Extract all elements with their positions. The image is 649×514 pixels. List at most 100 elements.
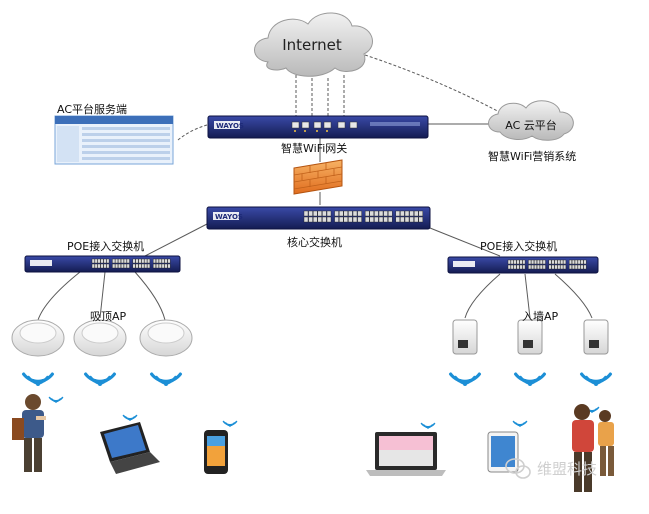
poe-switch-left-device xyxy=(24,255,181,273)
wall-ap-1 xyxy=(452,319,478,355)
wifi-signal-icon xyxy=(514,372,546,386)
wifi-gateway-device xyxy=(207,115,429,139)
switch-port xyxy=(554,264,558,270)
switch-port xyxy=(548,264,552,270)
switch-port xyxy=(519,264,523,270)
switch-port xyxy=(531,264,535,270)
switch-port xyxy=(334,216,339,223)
wall-ap-label: 入墙AP xyxy=(522,310,559,323)
switch-port xyxy=(147,263,151,269)
switch-port xyxy=(510,259,514,265)
link-lines xyxy=(37,54,593,321)
internet-label: Internet xyxy=(282,36,342,54)
switch-port xyxy=(395,216,400,223)
switch-port xyxy=(383,210,388,217)
switch-port xyxy=(126,263,130,269)
switch-port xyxy=(138,258,142,264)
switch-port xyxy=(106,258,110,264)
core-switch-logo: WAYOS xyxy=(215,213,243,221)
switch-port xyxy=(158,263,162,269)
switch-port xyxy=(132,258,136,264)
gateway-label: 智慧WiFi网关 xyxy=(281,142,348,155)
switch-port xyxy=(155,263,159,269)
switch-port xyxy=(326,210,332,217)
wifi-signal-icon xyxy=(420,422,436,429)
switch-port xyxy=(365,210,370,217)
switch-port xyxy=(135,263,139,269)
laptop-left xyxy=(100,422,160,474)
switch-port xyxy=(580,264,584,270)
switch-port xyxy=(94,263,98,269)
wifi-signal-icon xyxy=(222,420,238,427)
switch-port xyxy=(569,264,573,270)
core-switch-device xyxy=(206,206,431,230)
switch-port xyxy=(322,210,327,217)
switch-port xyxy=(388,216,393,223)
switch-port xyxy=(369,210,374,217)
switch-port xyxy=(536,259,540,265)
switch-port xyxy=(542,264,546,270)
laptop-right xyxy=(366,432,446,476)
switch-port xyxy=(115,258,119,264)
switch-port xyxy=(374,216,379,223)
switch-port xyxy=(580,259,584,265)
ceiling-ap-2 xyxy=(73,319,127,357)
switch-port xyxy=(516,259,520,265)
wifi-signal-icon xyxy=(512,420,528,427)
ceiling-ap-1 xyxy=(11,319,65,357)
switch-port xyxy=(91,263,95,269)
switch-port xyxy=(395,210,400,217)
ceiling-ap-label: 吸顶AP xyxy=(90,310,127,323)
poe-switch-right-device xyxy=(447,256,599,274)
switch-port xyxy=(357,216,362,223)
switch-port xyxy=(339,216,344,223)
family-group xyxy=(572,404,614,492)
switch-port xyxy=(400,210,405,217)
switch-port xyxy=(418,210,423,217)
switch-port xyxy=(123,258,127,264)
tablet xyxy=(487,431,519,473)
switch-port xyxy=(334,210,339,217)
switch-port xyxy=(103,258,107,264)
switch-port xyxy=(164,263,168,269)
switch-port xyxy=(574,264,578,270)
switch-port xyxy=(409,210,414,217)
switch-port xyxy=(100,258,104,264)
switch-port xyxy=(507,264,511,270)
switch-port xyxy=(152,258,156,264)
switch-port xyxy=(161,258,165,264)
smartphone xyxy=(204,430,228,474)
marketing-system-label: 智慧WiFi营销系统 xyxy=(488,150,577,163)
switch-port xyxy=(528,259,532,265)
switch-port xyxy=(303,216,309,223)
switch-port xyxy=(577,259,581,265)
switch-port xyxy=(388,210,393,217)
switch-port xyxy=(513,264,517,270)
switch-port xyxy=(117,263,121,269)
core-switch-label: 核心交换机 xyxy=(287,236,342,249)
switch-port xyxy=(516,264,520,270)
switch-port xyxy=(583,259,587,265)
firewall-icon xyxy=(293,159,343,195)
switch-port xyxy=(94,258,98,264)
switch-port xyxy=(141,258,145,264)
watermark-text: 维盟科技 xyxy=(537,460,598,478)
ac-server-label: AC平台服务端 xyxy=(57,103,128,116)
switch-port xyxy=(536,264,540,270)
switch-port xyxy=(155,258,159,264)
switch-port xyxy=(539,259,543,265)
switch-port xyxy=(548,259,552,265)
switch-port xyxy=(303,210,309,217)
switch-port xyxy=(365,216,370,223)
switch-port xyxy=(313,216,318,223)
switch-port xyxy=(348,216,353,223)
switch-port xyxy=(138,263,142,269)
switch-port xyxy=(583,264,587,270)
switch-port xyxy=(144,263,148,269)
switch-port xyxy=(343,216,348,223)
switch-port xyxy=(418,216,423,223)
switch-port xyxy=(404,210,410,217)
switch-port xyxy=(352,216,358,223)
switch-port xyxy=(557,259,561,265)
switch-port xyxy=(97,258,101,264)
